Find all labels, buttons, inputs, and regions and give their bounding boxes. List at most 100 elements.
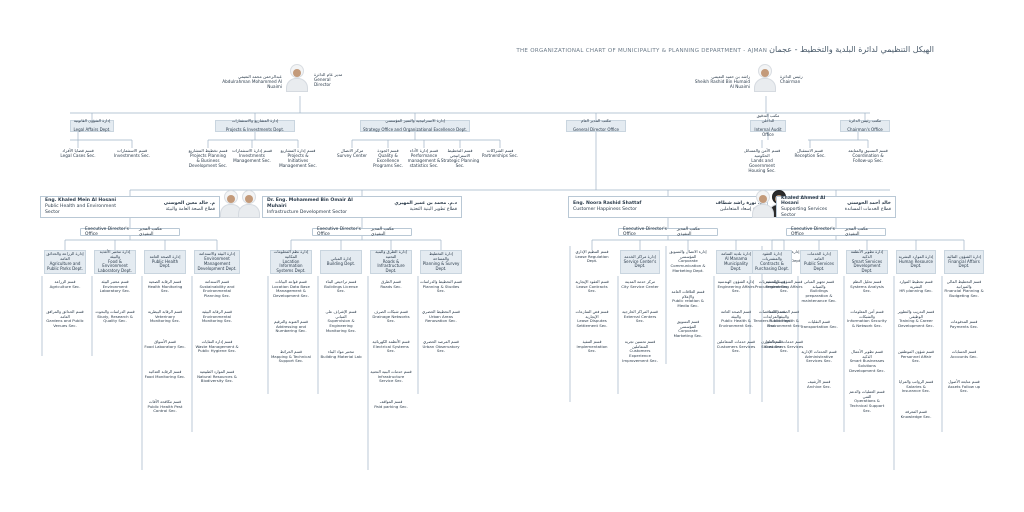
- sector-head-avatar: [750, 188, 776, 218]
- sector-section-2-2-0: إدارة الاتصال والتسويق المؤسسي Corporate…: [669, 249, 707, 273]
- sector-section-0-0-1: قسم الحدائق والمرافق العامة Gardens and …: [46, 309, 84, 329]
- sector-dept-3-2: إدارة تطوير الأنظمة الذكية Smart Service…: [846, 249, 888, 274]
- top-dept-en: General Director Office: [572, 127, 620, 133]
- sector-section-3-4-0: قسم التخطيط المالي والميزانية Financial …: [944, 279, 984, 299]
- sector-section-3-0-0: قسم المشتريات Procurement Sec.: [754, 279, 790, 289]
- top-dept-en: Strategy Office and Organizational Excel…: [362, 127, 468, 133]
- top-section-3: قسم إدارة الاستثمارات Investments Manage…: [232, 148, 273, 164]
- top-dept-ar: إدارة الاستراتيجية والتميز المؤسسي: [385, 117, 445, 123]
- director-avatar: [284, 62, 310, 92]
- sector-section-2-0-2: قسم فض المنازعات الإيجارية Lease Dispute…: [575, 309, 609, 329]
- sector-dept-2-3: إدارة بلدية المنامة Al Manama Municipali…: [716, 250, 756, 274]
- top-section-7: قسم إدارة الأداء Performance management …: [407, 148, 441, 169]
- sector-section-3-3-0: قسم تخطيط الموارد البشرية HR planning Se…: [899, 279, 933, 294]
- sector-section-1-2-3: قسم خدمات البنية التحتية Infrastructure …: [370, 369, 412, 384]
- sector-section-2-1-1: قسم المراكز الخارجية External Centers Se…: [622, 309, 658, 324]
- sector-section-2-3-0: إدارة الشؤون الهندسية Engineering Affair…: [717, 279, 755, 294]
- sector-section-3-2-1: قسم أمن المعلومات والشبكات Information S…: [847, 309, 887, 329]
- sector-dept-0-0: إدارة الزراعة والحدائق العامة Agricultur…: [44, 250, 86, 274]
- sector-dept-3-1: إدارة الخدمات العامة Public Services Dep…: [800, 250, 838, 274]
- sector-section-2-0-3: قسم التنفيذ Implementation Sec.: [576, 339, 608, 354]
- sector-section-2-3-1: قسم الصحة العامة والبيئة Public Health &…: [718, 309, 754, 329]
- top-dept-2: إدارة الاستراتيجية والتميز المؤسسي Strate…: [360, 117, 470, 133]
- sector-section-0-2-0: قسم الرقابة الصحية Health Monitoring Sec…: [147, 279, 183, 294]
- sector-section-3-1-1: قسم النقليات Transportation Sec.: [800, 319, 838, 329]
- sector-section-3-4-2: قسم الحسابات Accounts Sec.: [950, 349, 978, 359]
- top-section-12: قسم التنسيق والمتابعة Coordination & Fol…: [848, 148, 888, 164]
- sector-section-1-2-0: قسم الطرق Roads Sec.: [380, 279, 402, 289]
- chairman-avatar: [752, 62, 778, 92]
- sector-section-0-3-3: قسم الموارد الطبيعية Natural Resources &…: [197, 369, 237, 384]
- sector-section-1-1-0: قسم تراخيص البناء Buildings License Sec.: [324, 279, 358, 294]
- title-english: THE ORGANIZATIONAL CHART OF MUNICIPALITY…: [516, 48, 768, 54]
- sector-dept-1-3: إدارة التخطيط والمساحة Planning & Survey…: [420, 250, 462, 274]
- sector-section-0-3-1: قسم الرقابة البيئية Environmental Monito…: [201, 309, 233, 324]
- sector-section-3-0-1: قسم المناقصات والمزايدات Tenders & biddi…: [753, 309, 791, 329]
- top-dept-en: Legal Affairs Dept.: [73, 127, 111, 133]
- sector-section-1-3-0: قسم التخطيط والدراسات Planning & Studies…: [420, 279, 462, 294]
- top-dept-ar: مكتب التدقيق الداخلي: [756, 113, 780, 123]
- sector-section-3-1-0: قسم تجهيز المباني والصيانة Buildings pre…: [801, 279, 837, 303]
- sector-section-1-2-1: قسم شبكات الصرف Drainage Networks Sec.: [372, 309, 410, 324]
- top-dept-ar: إدارة المشاريع والاستثمارات: [231, 117, 279, 123]
- sector-section-0-0-0: قسم الزراعة Agriculture Sec.: [49, 279, 81, 289]
- sector-section-0-2-3: قسم الرقابة الغذائية Food Monitoring Sec…: [144, 369, 186, 379]
- director-name: عبدالرحمن محمد النعيمي Abdulrahman Moham…: [222, 74, 282, 90]
- top-section-9: قسم الشراكات Partnerships Sec.: [481, 148, 519, 159]
- sector-section-3-3-1: قسم التدريب والتطوير الوظيفي Training & …: [897, 309, 935, 329]
- top-section-5: مركز الاتصال Survey Center: [337, 148, 367, 159]
- sector-section-2-2-1: قسم العلاقات العامة والإعلام Public rela…: [671, 289, 705, 309]
- top-section-4: قسم إدارة المشاريع Projects & Initiative…: [279, 148, 317, 169]
- sector-section-2-3-2: قسم خدمات المتعاملين Customers Services …: [716, 339, 756, 354]
- title-arabic: الهيكل التنظيمي لدائرة البلدية والتخطيط …: [769, 45, 934, 54]
- sector-section-0-2-1: قسم الرقابة البيطرية Veterinary Monitori…: [147, 309, 183, 324]
- sector-section-2-1-2: قسم تحسين تجربة المتعاملين Customers Exp…: [622, 339, 658, 363]
- top-section-1: قسم الاستثمارات Investments Sec.: [113, 148, 151, 159]
- chairman-role: رئيس الدائرة Chairman: [780, 74, 803, 85]
- sector-dept-3-4: إدارة الشؤون المالية Financial Affairs D…: [944, 250, 984, 274]
- top-dept-0: إدارة الشؤون القانونية Legal Affairs Dept…: [70, 117, 114, 133]
- sector-section-2-0-1: قسم العقود الإيجارية Lease Contracts Sec…: [575, 279, 609, 294]
- sector-section-0-3-2: قسم إدارة النفايات Waste Management & Pu…: [195, 339, 239, 354]
- sector-section-3-1-3: قسم الأرشيف Archive Sec.: [806, 379, 832, 389]
- sector-section-3-2-0: قسم تحليل النظم Systems Analysis Sec.: [850, 279, 884, 294]
- sector-section-2-0-0: قسم التنظيم الإداري Lease Regulation Dep…: [575, 249, 609, 264]
- director-role: مدير عام الدائرة General Director: [314, 72, 343, 88]
- sector-section-0-2-2: قسم الأسواق Food Laboratory Sec.: [144, 339, 186, 349]
- sector-section-0-1-1: قسم الدراسات والبحوث Study, Research & Q…: [95, 309, 135, 324]
- sector-section-1-3-2: قسم المرصد الحضري Urban Observatory Sec.: [422, 339, 460, 354]
- sector-section-3-3-2: قسم شؤون الموظفين Personnel Affair Sec.: [897, 349, 935, 364]
- sector-section-3-3-4: قسم المعرفة Knowledge Sec.: [900, 409, 932, 419]
- top-section-2: قسم تخطيط المشاريع Projects Planning & B…: [188, 148, 228, 169]
- top-section-0: قسم قضايا الأفراد Legal Cases Sec.: [60, 148, 96, 159]
- sector-section-0-1-0: قسم مختبر البيئة Environment Laboratory …: [99, 279, 131, 294]
- sector-section-0-3-0: قسم الاستدامة Sustainability and Environ…: [199, 279, 235, 299]
- sector-dept-2-1: إدارة مراكز الخدمة Service Center's Dept…: [620, 250, 660, 274]
- sector-section-3-2-3: قسم العمليات والدعم الفني Operations & T…: [849, 389, 885, 413]
- sector-section-3-4-3: قسم متابعة الأصول Assets Follow up Sec.: [947, 379, 981, 394]
- top-dept-en: Projects & Investments Dept.: [225, 127, 285, 133]
- sector-dept-1-0: إدارة نظم المعلومات المكانية Location In…: [270, 249, 312, 274]
- top-dept-ar: مكتب رئيس الدائرة: [848, 117, 882, 123]
- top-dept-ar: إدارة الشؤون القانونية: [73, 117, 111, 123]
- sector-section-1-0-0: قسم قواعد البيانات Location Data Base Ma…: [272, 279, 310, 299]
- sector-section-3-1-2: قسم الخدمات الإدارية Administrative Serv…: [801, 349, 837, 364]
- sector-section-1-1-2: مختبر مواد البناء Building Material Lab: [320, 349, 362, 359]
- sector-section-1-0-2: قسم الخرائط Mapping & Technical Support …: [270, 349, 312, 364]
